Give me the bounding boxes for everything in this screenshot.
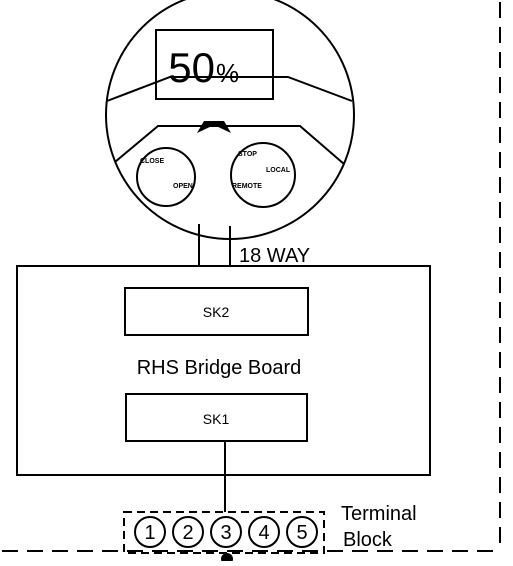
display-window-lower-edge (106, 76, 353, 102)
connector-sk1-label: SK1 (203, 411, 230, 427)
terminal-block (123, 511, 325, 554)
switch-labels: CLOSE OPEN STOP LOCAL REMOTE (140, 151, 291, 190)
terminal-block-label-line1: Terminal (341, 503, 417, 525)
close-open-knob (136, 147, 196, 207)
terminal-3-junction-dot (221, 553, 233, 565)
terminal-1 (134, 516, 166, 548)
direction-arrow-icon (197, 121, 231, 133)
enclosure-boundary (2, 2, 501, 552)
terminal-group: 1 2 3 4 5 (134, 516, 318, 548)
board-title: RHS Bridge Board (137, 357, 302, 379)
bridge-board (16, 265, 431, 476)
display-readout: 50 % (168, 44, 239, 91)
cable-label: 18 WAY (239, 245, 310, 267)
terminal-3-label: 3 (220, 522, 231, 544)
connector-sk1 (125, 393, 308, 442)
switch-stop-label: STOP (238, 151, 257, 158)
switch-open-label: OPEN (173, 183, 193, 190)
display-unit: % (216, 58, 239, 88)
ribbon-cable (198, 224, 231, 266)
terminal-5-label: 5 (296, 522, 307, 544)
terminal-3 (210, 516, 242, 548)
terminal-block-label-line2: Block (343, 529, 393, 551)
terminal-4 (248, 516, 280, 548)
connector-sk2-label: SK2 (203, 304, 230, 320)
terminal-2 (172, 516, 204, 548)
display-value: 50 (168, 44, 215, 91)
control-panel-upper-edge (114, 125, 345, 165)
switch-local-label: LOCAL (266, 167, 291, 174)
switch-remote-label: REMOTE (232, 183, 262, 190)
connector-sk2 (124, 287, 309, 336)
actuator-head (105, 0, 355, 240)
terminal-2-label: 2 (182, 522, 193, 544)
terminal-1-label: 1 (144, 522, 155, 544)
lcd-display (155, 29, 274, 100)
switch-close-label: CLOSE (140, 158, 164, 165)
terminal-4-label: 4 (258, 522, 269, 544)
actuator-housing (105, 0, 355, 240)
stop-local-remote-knob (230, 142, 296, 208)
terminal-5 (286, 516, 318, 548)
